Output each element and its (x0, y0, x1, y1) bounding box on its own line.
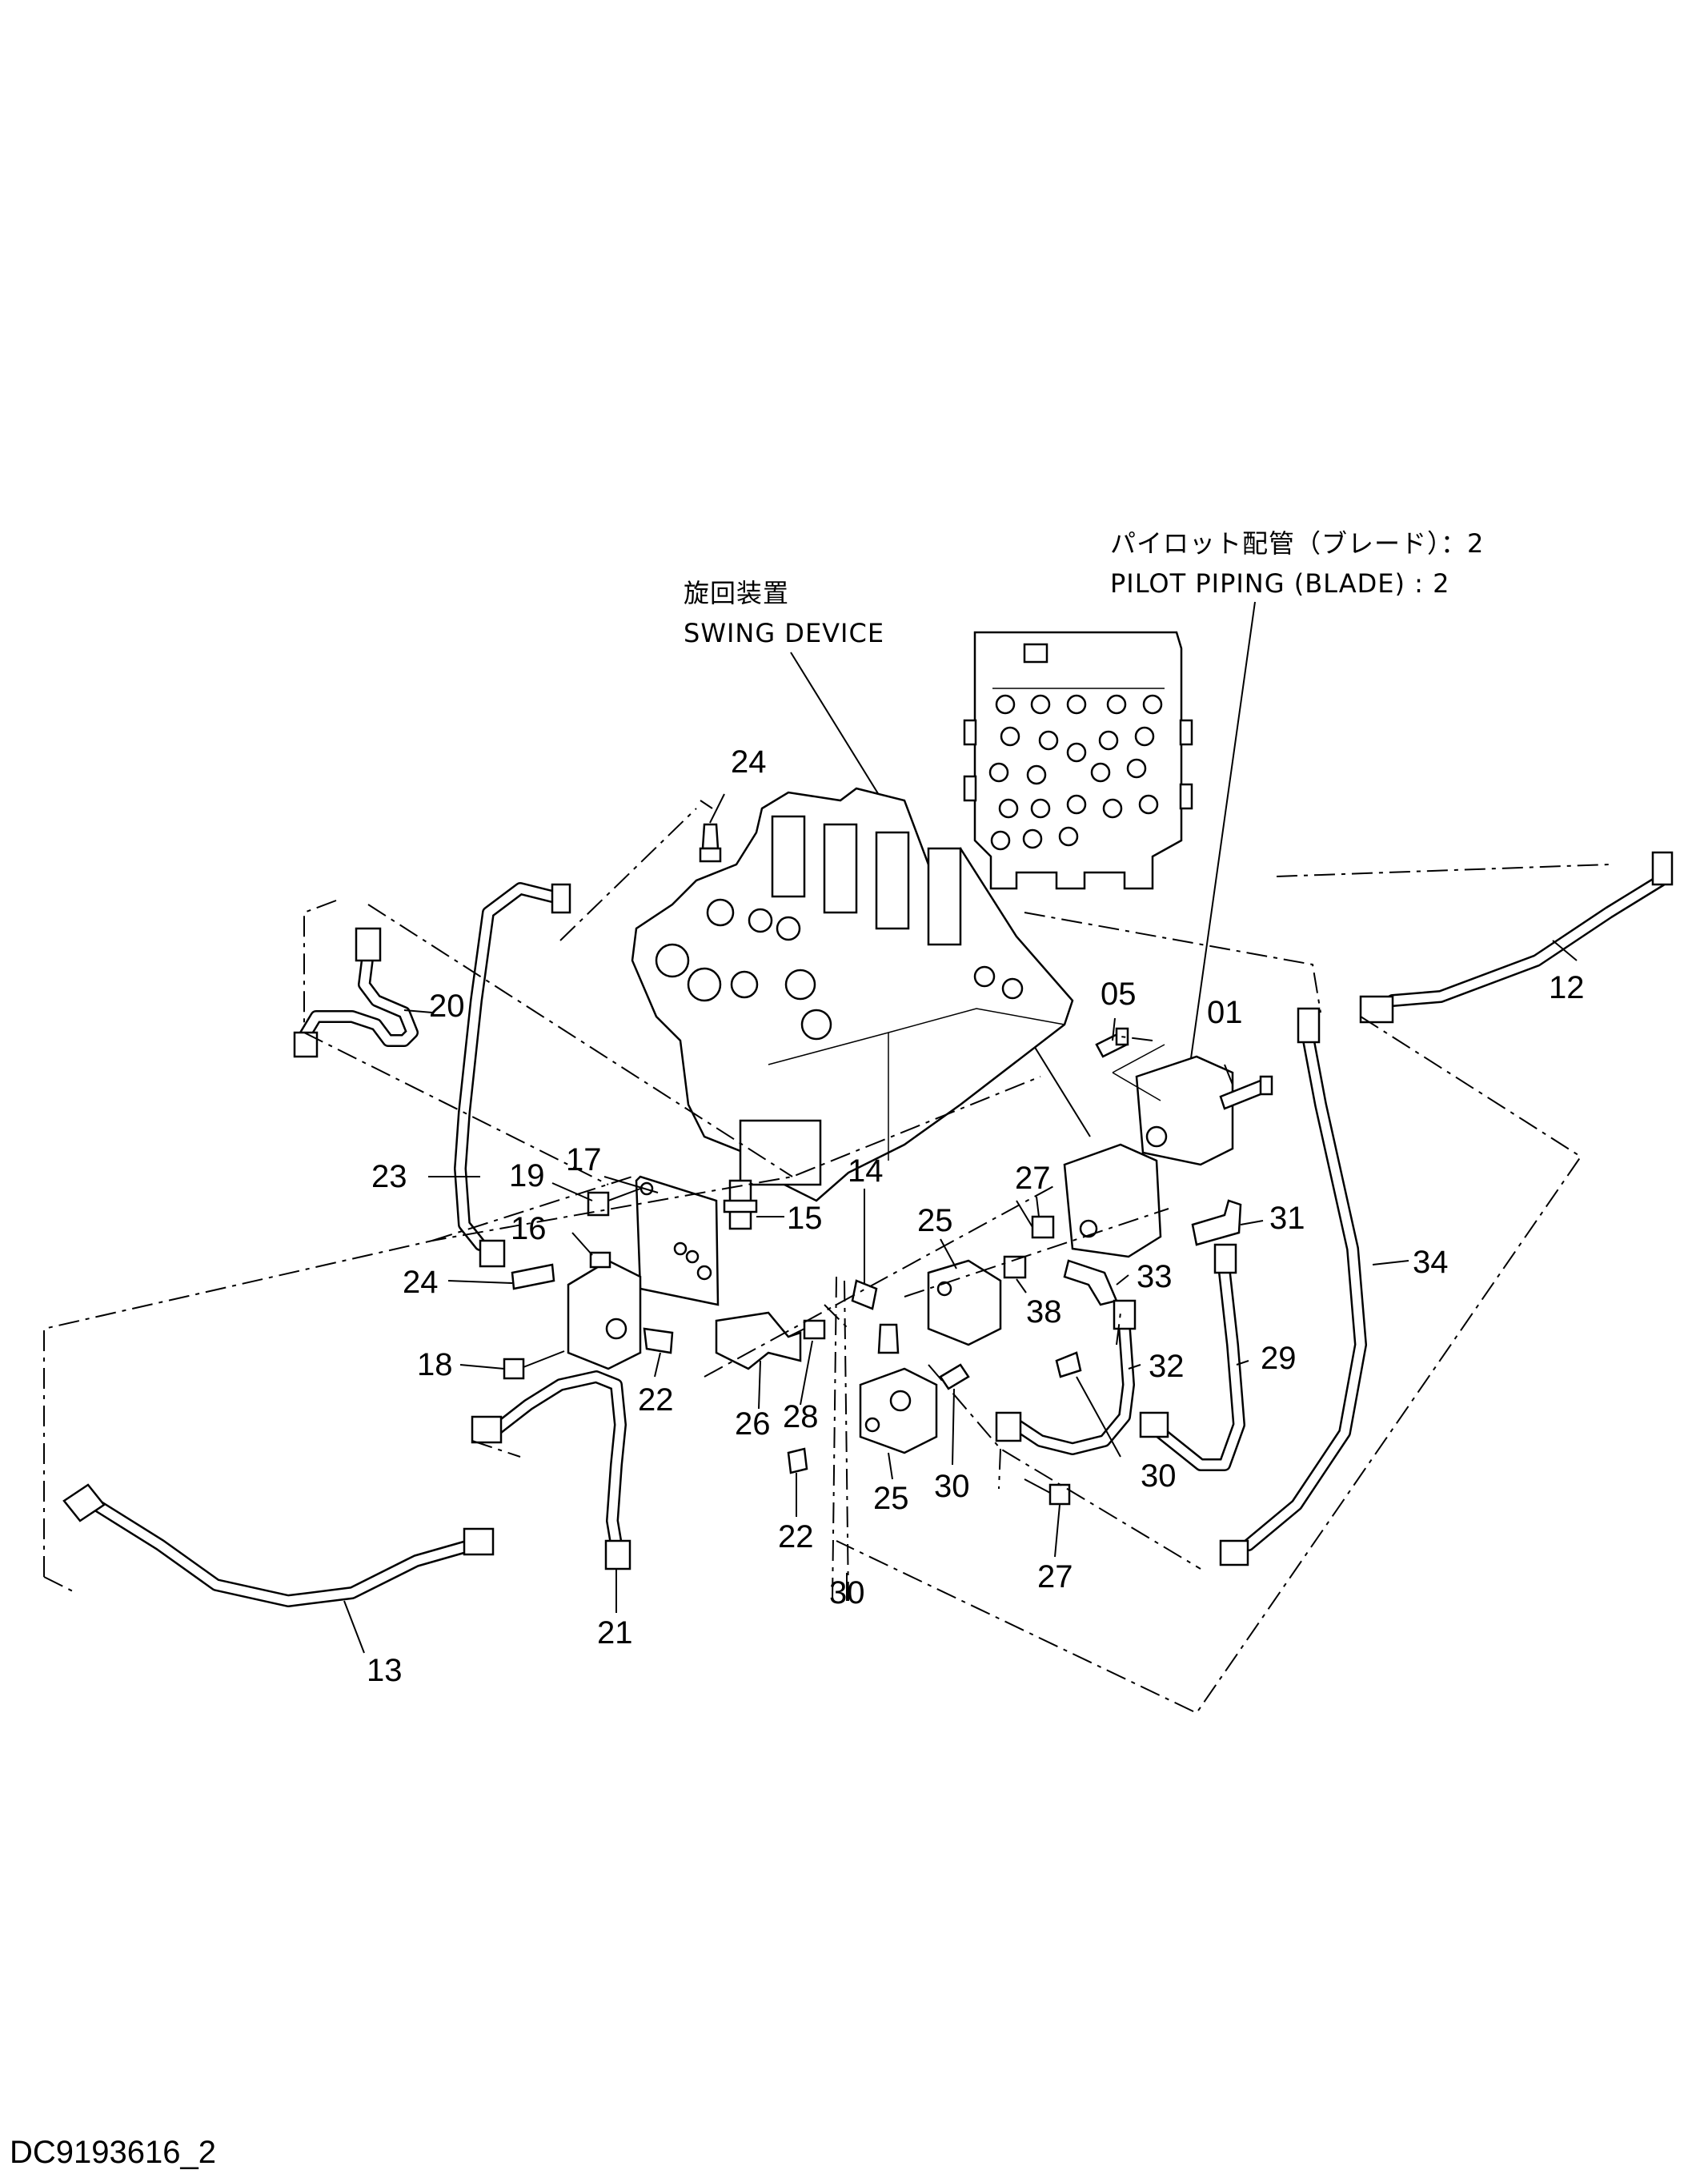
label-21: 21 (597, 1615, 633, 1651)
label-31: 31 (1269, 1201, 1305, 1236)
label-12: 12 (1549, 970, 1585, 1005)
elbow-33 (1063, 1259, 1118, 1306)
label-30-right: 30 (934, 1469, 970, 1504)
pilot-piping-en-text: PILOT PIPING (BLADE) : 2 (1110, 568, 1449, 599)
part-number-labels: 24 20 05 01 12 17 19 23 14 27 15 25 31 3… (367, 744, 1585, 1688)
label-30-lower: 30 (829, 1575, 865, 1610)
label-15: 15 (787, 1201, 823, 1236)
hose-34 (1219, 1007, 1367, 1566)
fitting-01 (1219, 1075, 1273, 1110)
fitting-22-left (643, 1327, 674, 1354)
label-33: 33 (1137, 1259, 1173, 1294)
label-27-upper: 27 (1015, 1161, 1051, 1196)
label-13: 13 (367, 1653, 403, 1688)
bolt-28 (788, 1319, 826, 1340)
fitting-30-upper (877, 1323, 900, 1354)
label-34: 34 (1413, 1245, 1449, 1280)
fitting-30-mid (1055, 1351, 1082, 1378)
assembly-lines (43, 800, 1610, 1715)
label-28: 28 (783, 1399, 819, 1434)
swing-device-block (1063, 1143, 1162, 1258)
hose-12 (1359, 851, 1674, 1024)
fitting-24-top (699, 823, 722, 863)
valve-block-25-upper (927, 1259, 1002, 1346)
hose-21 (471, 1370, 631, 1570)
label-30-mid: 30 (1141, 1458, 1177, 1494)
bolt-19 (587, 1188, 641, 1217)
leader-lines (343, 793, 1578, 1654)
fitting-05 (1095, 1027, 1129, 1058)
label-14: 14 (848, 1153, 884, 1189)
label-19: 19 (509, 1158, 545, 1193)
swing-device-en-text: SWING DEVICE (684, 618, 884, 648)
drawing-code: DC9193616_2 (10, 2135, 216, 2170)
label-05: 05 (1101, 977, 1137, 1012)
label-25-upper: 25 (917, 1203, 953, 1238)
label-29: 29 (1261, 1341, 1297, 1376)
label-20: 20 (429, 989, 465, 1024)
callout-pilot-piping: パイロット配管（ブレード）：2 PILOT PIPING (BLADE) : 2 (1110, 528, 1484, 1059)
label-38: 38 (1026, 1294, 1062, 1330)
hose-32 (995, 1299, 1137, 1455)
fitting-24-left (511, 1263, 555, 1290)
label-23: 23 (371, 1159, 407, 1194)
bracket-26 (715, 1311, 802, 1370)
swing-device-jp-text: 旋回装置 (684, 578, 789, 608)
valve-block-16 (567, 1251, 642, 1370)
bolt-27-upper (1016, 1200, 1055, 1239)
blade-pilot-block (1112, 1044, 1234, 1166)
label-27-lower: 27 (1037, 1559, 1073, 1594)
label-32: 32 (1149, 1349, 1185, 1384)
control-valve-body (631, 787, 1074, 1202)
hose-23 (454, 882, 571, 1268)
label-24-left: 24 (403, 1265, 439, 1300)
hose-13 (62, 1483, 495, 1607)
callout-swing-device: 旋回装置 SWING DEVICE (684, 578, 1091, 1137)
label-18: 18 (417, 1347, 453, 1382)
label-25-lower: 25 (873, 1481, 909, 1516)
label-22-lower: 22 (778, 1519, 814, 1554)
fitting-22-lower (787, 1447, 808, 1474)
fitting-30-right (939, 1363, 970, 1390)
label-24-top: 24 (731, 744, 767, 780)
label-16: 16 (511, 1211, 547, 1246)
pilot-valve-block (963, 631, 1193, 890)
bolt-27-lower (1024, 1478, 1071, 1506)
label-17: 17 (566, 1142, 602, 1177)
bolt-18 (503, 1350, 565, 1380)
elbow-31 (1191, 1199, 1242, 1246)
pilot-piping-jp-text: パイロット配管（ブレード）：2 (1110, 528, 1484, 559)
pilot-piping-leader (1190, 601, 1256, 1059)
label-01: 01 (1207, 995, 1243, 1030)
hose-29 (1139, 1243, 1245, 1471)
fitting-15 (723, 1179, 758, 1230)
label-26: 26 (735, 1406, 771, 1442)
bracket-17 (635, 1175, 720, 1306)
label-22-left: 22 (638, 1382, 674, 1418)
valve-block-25-lower (859, 1367, 938, 1454)
